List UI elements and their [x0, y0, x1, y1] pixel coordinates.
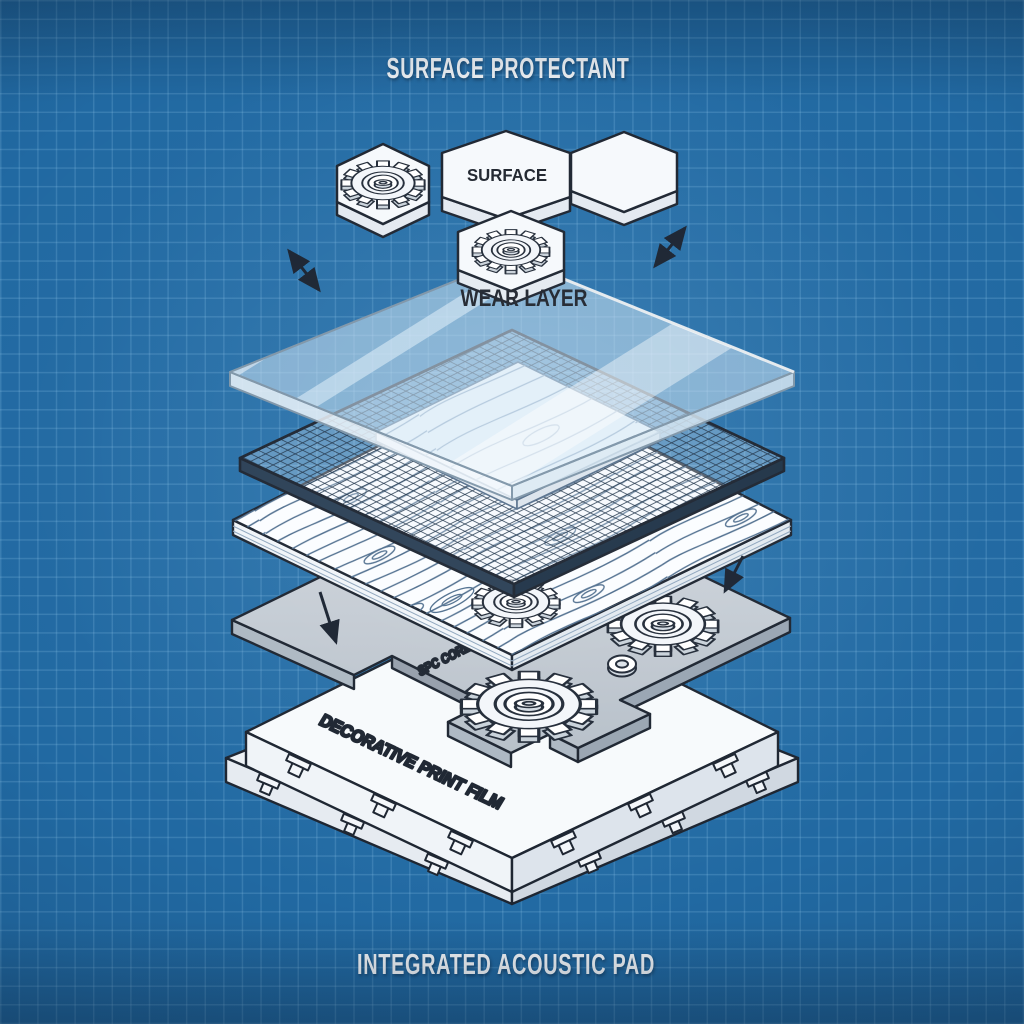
down-arrow-icon: [723, 555, 745, 594]
surface-tile-label: SURFACE: [467, 165, 547, 185]
acoustic-pad-label: INTEGRATED ACOUSTIC PAD: [357, 949, 655, 981]
wear-layer-label: WEAR LAYER: [461, 285, 588, 312]
page-title: SURFACE PROTECTANT: [387, 53, 630, 85]
washer-icon: [607, 654, 637, 678]
hex-tile: [569, 130, 679, 227]
double-arrow-icon: [653, 225, 687, 269]
surface-hex-tiles: [335, 129, 679, 306]
double-arrow-icon: [287, 248, 321, 293]
down-arrow-icon: [318, 591, 340, 645]
